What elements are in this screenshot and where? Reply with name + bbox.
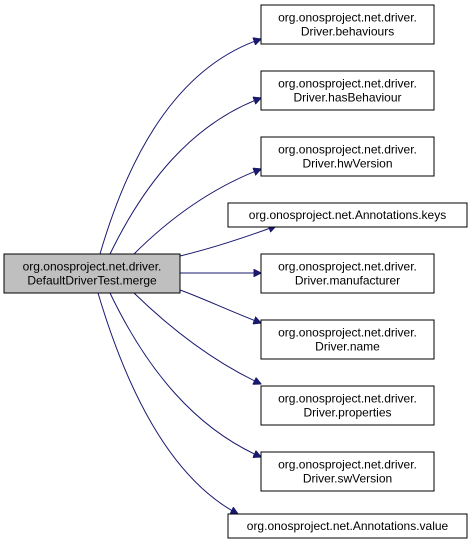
target-node-hasBehaviour-box: [260, 70, 435, 111]
target-node-swVersion-box: [260, 451, 435, 492]
call-edge-behaviours: [99, 39, 261, 255]
target-node-hwVersion-box: [260, 136, 435, 177]
target-node-annotations-value-box: [227, 513, 468, 539]
source-node-merge-box: [3, 253, 181, 294]
target-node-name-label-line-2: Driver.name: [315, 340, 380, 354]
target-node-annotations-value[interactable]: org.onosproject.net.Annotations.value: [227, 513, 468, 539]
target-node-behaviours-label-line-1: org.onosproject.net.driver.: [278, 11, 417, 25]
target-node-annotations-keys-box: [227, 202, 468, 228]
target-node-properties[interactable]: org.onosproject.net.driver.Driver.proper…: [260, 385, 435, 426]
target-node-name-box: [260, 319, 435, 360]
target-node-hasBehaviour[interactable]: org.onosproject.net.driver.Driver.hasBeh…: [260, 70, 435, 111]
target-node-swVersion[interactable]: org.onosproject.net.driver.Driver.swVers…: [260, 451, 435, 492]
call-edge-hwVersion: [133, 169, 261, 255]
target-node-hwVersion-label-line-2: Driver.hwVersion: [302, 157, 392, 171]
target-node-properties-box: [260, 385, 435, 426]
call-nodes: org.onosproject.net.driver.DefaultDriver…: [3, 4, 468, 539]
target-node-properties-label-line-2: Driver.properties: [303, 406, 391, 420]
call-edge-annotations-keys: [179, 226, 276, 257]
call-edge-annotations-value: [97, 292, 238, 514]
target-node-swVersion-label-line-2: Driver.swVersion: [303, 472, 392, 486]
target-node-name-label-line-1: org.onosproject.net.driver.: [278, 326, 417, 340]
target-node-behaviours-box: [260, 4, 435, 45]
target-node-hasBehaviour-label-line-2: Driver.hasBehaviour: [293, 91, 401, 105]
target-node-hwVersion[interactable]: org.onosproject.net.driver.Driver.hwVers…: [260, 136, 435, 177]
target-node-annotations-keys-label-line-1: org.onosproject.net.Annotations.keys: [249, 208, 446, 222]
call-edge-properties: [133, 292, 261, 384]
target-node-manufacturer-label-line-2: Driver.manufacturer: [295, 274, 400, 288]
call-edge-swVersion: [109, 292, 261, 457]
target-node-hasBehaviour-label-line-1: org.onosproject.net.driver.: [278, 77, 417, 91]
source-node-merge-label-line-2: DefaultDriverTest.merge: [27, 274, 157, 288]
target-node-annotations-keys[interactable]: org.onosproject.net.Annotations.keys: [227, 202, 468, 228]
target-node-swVersion-label-line-1: org.onosproject.net.driver.: [278, 458, 417, 472]
call-edge-name: [179, 289, 261, 323]
target-node-manufacturer-label-line-1: org.onosproject.net.driver.: [278, 260, 417, 274]
target-node-behaviours[interactable]: org.onosproject.net.driver.Driver.behavi…: [260, 4, 435, 45]
target-node-hwVersion-label-line-1: org.onosproject.net.driver.: [278, 143, 417, 157]
target-node-behaviours-label-line-2: Driver.behaviours: [301, 25, 394, 39]
target-node-properties-label-line-1: org.onosproject.net.driver.: [278, 392, 417, 406]
target-node-manufacturer-box: [260, 253, 435, 294]
source-node-merge-label-line-1: org.onosproject.net.driver.: [23, 260, 162, 274]
call-edges: [97, 39, 276, 514]
target-node-name[interactable]: org.onosproject.net.driver.Driver.name: [260, 319, 435, 360]
source-node-merge[interactable]: org.onosproject.net.driver.DefaultDriver…: [3, 253, 181, 294]
call-edge-hasBehaviour: [109, 98, 261, 255]
target-node-annotations-value-label-line-1: org.onosproject.net.Annotations.value: [247, 519, 449, 533]
target-node-manufacturer[interactable]: org.onosproject.net.driver.Driver.manufa…: [260, 253, 435, 294]
